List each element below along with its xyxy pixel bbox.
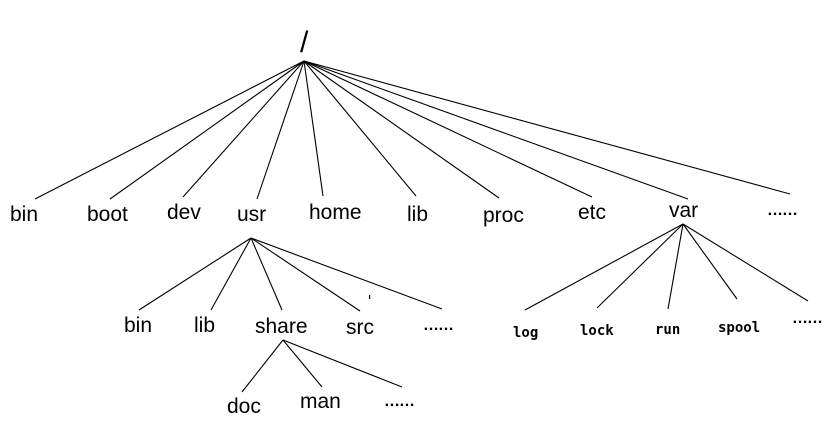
node-var-run: run [655, 322, 680, 338]
edge-var-to-var-run [667, 223, 684, 310]
edge-usr-to-usr-bin [138, 237, 252, 311]
edge-var-to-var-log [524, 223, 684, 311]
node-proc: proc [483, 204, 524, 227]
node-usr-bin: bin [124, 314, 152, 337]
node-home: home [309, 201, 362, 224]
edge-usr-to-usr-share [250, 237, 283, 311]
node-usr-more: …… [423, 317, 453, 334]
edge-root-to-proc [303, 60, 500, 199]
node-lib: lib [407, 203, 428, 226]
node-share-more: …… [384, 393, 414, 410]
edge-var-to-var-lock [596, 223, 684, 309]
node-usr-src: src [346, 316, 374, 339]
node-dev: dev [167, 201, 201, 224]
edge-var-to-var-more [682, 223, 809, 302]
edge-usr-share-to-share-more [282, 339, 403, 388]
edge-usr-share-to-share-doc [241, 339, 284, 393]
edge-root-to-var [303, 60, 689, 200]
node-share-doc: doc [227, 395, 261, 418]
node-usr: usr [237, 203, 266, 226]
edge-root-to-dev [182, 60, 305, 198]
node-share-man: man [300, 390, 341, 413]
edge-root-to-etc [303, 60, 593, 198]
edge-root-to-bin [34, 60, 305, 200]
node-usr-lib: lib [194, 314, 215, 337]
edge-root-to-lib [303, 60, 417, 197]
node-var-lock: lock [580, 323, 614, 339]
node-var: var [669, 199, 698, 222]
edge-usr-share-to-share-man [282, 339, 323, 388]
edge-root-to-home [303, 60, 324, 197]
tree-labels: / bin boot dev usr home lib proc etc var …… bin lib s… [10, 26, 823, 418]
stray-mark [369, 295, 371, 299]
tree-edges [34, 60, 809, 393]
edge-usr-to-usr-lib [210, 237, 252, 311]
node-bin: bin [10, 203, 38, 226]
node-usr-share: share [255, 315, 308, 338]
edge-usr-to-usr-src [250, 237, 361, 312]
node-etc: etc [578, 201, 606, 224]
node-var-spool: spool [718, 320, 760, 336]
edge-root-to-root-more [303, 60, 791, 195]
node-root-more: …… [767, 202, 797, 219]
edge-root-to-boot [109, 60, 305, 200]
edge-var-to-var-spool [682, 223, 738, 300]
edge-usr-to-usr-more [250, 237, 443, 310]
node-var-log: log [513, 325, 538, 341]
node-root: / [300, 26, 309, 59]
node-var-more: …… [792, 310, 822, 327]
edge-root-to-usr [256, 60, 305, 200]
node-boot: boot [87, 203, 128, 226]
